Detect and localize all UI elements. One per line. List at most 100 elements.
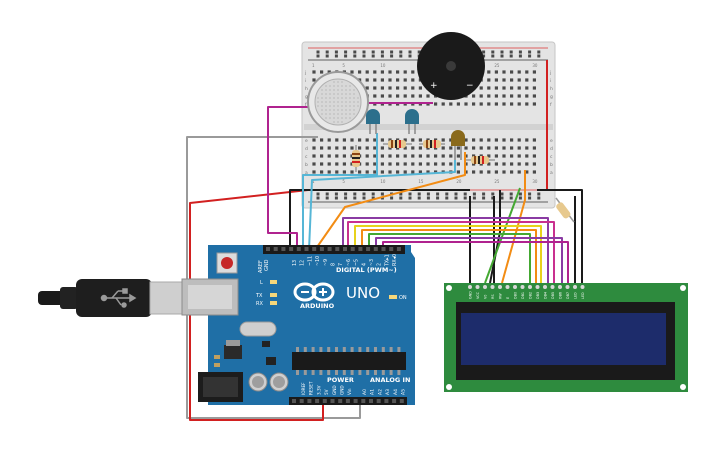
svg-text:−: − [466, 81, 474, 91]
label-aref: AREF [258, 260, 264, 273]
lcd-pin [573, 285, 577, 289]
column-number: 20 [456, 179, 462, 184]
digital-pin-label: ~11 [307, 256, 313, 266]
row-letter: d [550, 146, 553, 152]
led-icon [405, 109, 419, 134]
power-label: POWER [327, 376, 354, 384]
resistor-icon [419, 140, 445, 148]
gas-sensor-mesh [317, 81, 359, 123]
lcd-pin-label: RW [498, 293, 502, 299]
row-letter: a [550, 171, 553, 176]
led-icon [451, 130, 465, 160]
lcd-pin-label: LED [573, 292, 577, 299]
label-on: ON [399, 295, 407, 301]
wire-orange-1 [314, 152, 466, 251]
resistor-icon [466, 156, 495, 164]
lcd-pin [498, 285, 502, 289]
row-letter: f [305, 102, 307, 108]
lcd-pin [505, 285, 510, 289]
usb-symbol-icon [100, 288, 137, 308]
lcd-pin-label: DB5 [551, 292, 555, 299]
resistor-icon [555, 197, 575, 223]
digital-pin-label: ~3 [369, 259, 375, 266]
power-pin-label: RESET [309, 381, 314, 395]
wire-green-2 [368, 233, 531, 283]
power-analog-header-holes [292, 399, 404, 403]
brand-label: ARDUINO [300, 302, 335, 310]
column-number: 1 [312, 63, 315, 68]
lcd-pin [528, 285, 532, 289]
lcd-pin [490, 285, 495, 289]
row-letter: j [304, 70, 306, 76]
wire-red-5v [189, 189, 324, 421]
wire-cyan-2 [308, 160, 456, 251]
digital-header-holes [266, 247, 401, 251]
lcd-pin-label: LED [581, 292, 585, 299]
digital-pin-label: TX▸1 [384, 254, 390, 267]
row-letter: d [305, 146, 308, 152]
digital-pin-label: 8 [331, 263, 337, 266]
lcd-pin [580, 285, 585, 289]
lcd-pin-label: DB7 [566, 292, 570, 299]
wire-magenta-1 [267, 106, 310, 250]
power-pin-label: IOREF [301, 382, 306, 395]
digital-pin-label: RX◂0 [392, 254, 398, 266]
column-number: 5 [342, 179, 345, 184]
row-letter: e [305, 139, 308, 144]
label-gnd: GND [264, 259, 270, 271]
arduino-logo-icon [293, 282, 335, 302]
lcd-pin-label: DB2 [528, 292, 532, 299]
analog-pin-label: A5 [401, 389, 407, 395]
wire-magenta-3 [347, 221, 555, 283]
lcd-pin-label: V0 [483, 295, 487, 299]
digital-pin-label: 7 [338, 263, 344, 266]
digital-pwm-label: DIGITAL (PWM~) [336, 266, 397, 274]
digital-pin-label: ~9 [323, 259, 329, 266]
column-number: 25 [494, 63, 500, 68]
wire-gray [186, 136, 361, 419]
digital-pin-label: 4 [361, 263, 367, 266]
analog-pin-label: A0 [362, 389, 368, 395]
lcd-pin [475, 285, 480, 289]
analog-pin-label: A3 [385, 389, 391, 395]
row-letter: c [305, 155, 308, 160]
lcd-pin-label: DB1 [521, 292, 525, 299]
lcd-pin [513, 285, 517, 289]
row-letter: i [305, 78, 306, 84]
power-pin-label: GND [340, 385, 345, 395]
model-label: UNO [346, 284, 380, 302]
wire-purple-1 [342, 217, 549, 283]
wires [186, 60, 583, 421]
lcd-pin-label: GND [468, 291, 472, 299]
column-number: 5 [342, 63, 345, 68]
column-number: 15 [418, 179, 424, 184]
wire-black-right [537, 189, 583, 283]
column-number: 1 [312, 179, 315, 184]
row-letter: h [550, 86, 553, 92]
column-number: 30 [532, 179, 538, 184]
digital-pin-label: 2 [377, 263, 383, 266]
wire-violet-2 [375, 237, 563, 283]
analog-pin-label: A2 [377, 389, 383, 395]
lcd-pin [520, 285, 525, 289]
wire-cyan-1 [302, 133, 378, 250]
wire-orange-3 [361, 229, 537, 283]
lcd-pin-label: DB6 [558, 292, 562, 299]
row-letter: j [549, 70, 551, 76]
row-letter: b [550, 162, 553, 168]
buzzer-icon: + − [417, 32, 485, 100]
column-number: 30 [532, 63, 538, 68]
lcd-pin-label: DB4 [543, 292, 547, 299]
gas-sensor-icon [307, 71, 369, 133]
capacitor-icon [269, 372, 289, 392]
label-rx: RX [256, 301, 263, 307]
lcd-pin-label: VCC [476, 291, 480, 299]
lcd-pin [565, 285, 570, 289]
row-letter: g [550, 95, 553, 100]
